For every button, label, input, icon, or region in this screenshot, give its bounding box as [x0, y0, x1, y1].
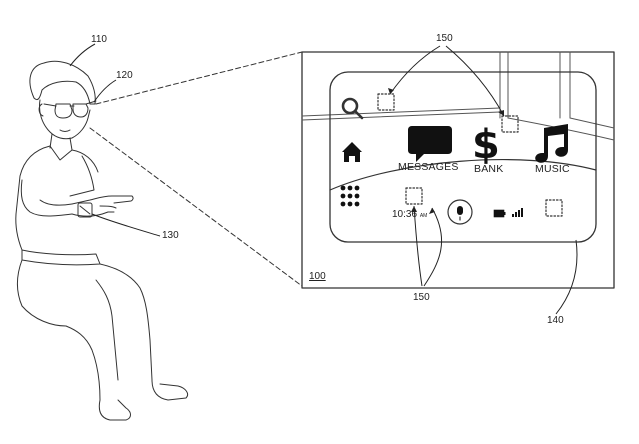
- selection-markers: [377, 93, 563, 217]
- wrist-device: [77, 202, 93, 218]
- clock-readout: 10:36 AM: [392, 209, 427, 220]
- messages-icon[interactable]: [408, 126, 452, 162]
- music-note-icon[interactable]: [535, 124, 568, 163]
- ref-150-bottom: 150: [413, 292, 430, 303]
- interface-card: [329, 71, 597, 243]
- search-icon[interactable]: [341, 97, 364, 120]
- ref-140: 140: [547, 315, 564, 326]
- ref-100: 100: [309, 271, 326, 282]
- app-label-messages[interactable]: MESSAGES: [398, 161, 459, 173]
- app-label-music[interactable]: MUSIC: [535, 163, 570, 175]
- ref-150-top: 150: [436, 33, 453, 44]
- microphone-icon[interactable]: [457, 206, 463, 215]
- display-panel: [301, 51, 615, 289]
- seated-user: [15, 60, 189, 421]
- dollar-icon[interactable]: $: [472, 122, 500, 168]
- app-label-bank[interactable]: BANK: [474, 163, 504, 175]
- battery-icon: [494, 210, 506, 217]
- ref-120: 120: [116, 70, 133, 81]
- app-grid-icon[interactable]: [340, 185, 360, 207]
- ref-130: 130: [162, 230, 179, 241]
- clock-suffix: AM: [419, 213, 428, 219]
- clock-time: 10:36: [392, 209, 418, 220]
- signal-icon: [512, 208, 523, 217]
- home-icon[interactable]: [342, 142, 362, 162]
- ref-110: 110: [91, 34, 107, 45]
